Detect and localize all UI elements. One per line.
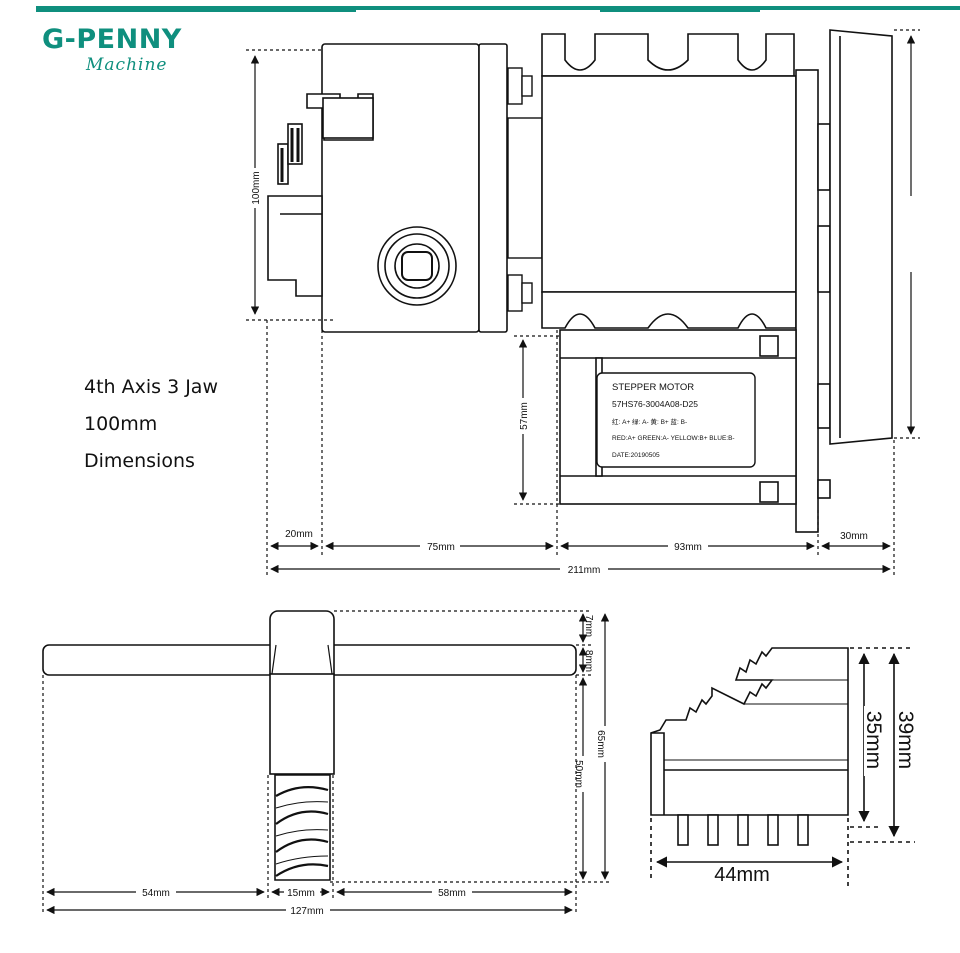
motor-label-line5: DATE:20190505 (612, 452, 660, 459)
dim-chuck-height: 100mm (251, 171, 262, 204)
dim-wrench-7: 7mm (583, 615, 594, 637)
dim-75: 75mm (427, 542, 455, 553)
dim-wrench-15: 15mm (287, 888, 315, 899)
dim-jaw-35: 35mm (862, 711, 885, 769)
chuck-key-wrench (42, 610, 577, 881)
brand-logo-sub: Machine (86, 55, 168, 75)
motor-nameplate: STEPPER MOTOR 57HS76-3004A08-D25 红: A+ 绿… (612, 382, 735, 459)
dim-wrench-54: 54mm (142, 888, 170, 899)
chuck-body (267, 43, 508, 333)
dim-wrench-8: 8mm (583, 650, 594, 672)
dim-93: 93mm (674, 542, 702, 553)
title-line-2: 100mm (84, 413, 158, 435)
jaw-dimension-labels: 35mm 39mm 44mm (714, 706, 920, 886)
dim-wrench-58: 58mm (438, 888, 466, 899)
motor-label-line1: STEPPER MOTOR (612, 382, 694, 393)
brand-logo-name: G-PENNY (42, 24, 182, 55)
dim-motor-height: 57mm (519, 402, 530, 430)
motor-label-line4: RED:A+ GREEN:A- YELLOW:B+ BLUE:B- (612, 435, 735, 442)
wrench-dimension-labels: 7mm 8mm 65mm 50mm 54mm 15mm 58mm 127mm (136, 612, 611, 917)
dim-jaw-44: 44mm (714, 864, 770, 886)
motor-label-line2: 57HS76-3004A08-D25 (612, 399, 698, 409)
dim-211: 211mm (568, 565, 601, 576)
dim-jaw-39: 39mm (894, 711, 917, 769)
motor-label-line3: 红: A+ 绿: A- 黄: B+ 蓝: B- (612, 417, 687, 426)
dim-wrench-127: 127mm (290, 906, 323, 917)
dim-wrench-50: 50mm (573, 760, 584, 788)
bolts (507, 67, 543, 312)
top-dimension-labels: 100mm 57mm 20mm 75mm 93mm 30mm 211mm (248, 168, 874, 577)
title-line-3: Dimensions (84, 450, 195, 472)
title-line-1: 4th Axis 3 Jaw (84, 376, 218, 398)
header-bars (36, 6, 960, 12)
rotary-housing (541, 29, 893, 533)
dim-wrench-65: 65mm (595, 730, 606, 758)
stepper-motor (559, 329, 797, 505)
dim-30: 30mm (840, 531, 868, 542)
chuck-jaw (650, 647, 849, 846)
dim-20: 20mm (285, 529, 313, 540)
